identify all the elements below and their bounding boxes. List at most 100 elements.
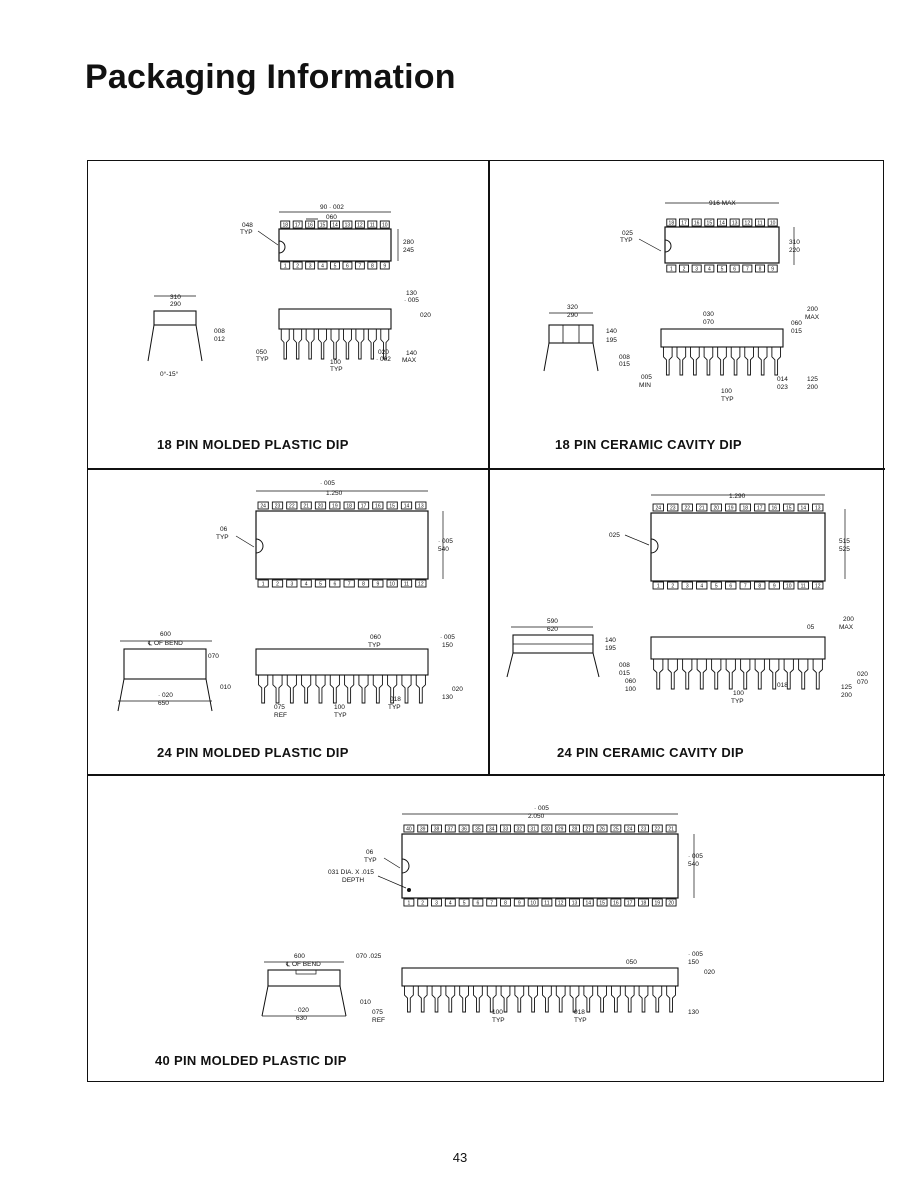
pin-19: 19 — [651, 898, 663, 907]
lead-1 — [404, 986, 414, 1013]
svg-text:10: 10 — [786, 583, 792, 589]
dim-width-a: 310 — [789, 239, 800, 246]
dim-side-6: 100 — [733, 690, 744, 697]
svg-text:8: 8 — [504, 900, 507, 906]
dim-side-4: MAX — [402, 357, 417, 364]
dim-lead-a: 008 — [214, 328, 225, 335]
divider-horizontal-1 — [88, 468, 885, 470]
pin-5: 5 — [710, 581, 722, 590]
pin-16: 16 — [610, 898, 622, 907]
svg-text:14: 14 — [586, 900, 592, 906]
dim-notch-typ: TYP — [216, 534, 229, 541]
pin-3: 3 — [691, 264, 702, 273]
pin-21: 21 — [665, 824, 677, 833]
pin-6: 6 — [329, 579, 341, 588]
pin-8: 8 — [500, 898, 511, 907]
svg-text:3: 3 — [695, 266, 698, 272]
pin-3: 3 — [286, 579, 298, 588]
dim-end-c: 070 — [208, 653, 219, 660]
dim-end-b: 290 — [567, 312, 578, 319]
svg-text:3: 3 — [290, 581, 293, 587]
dim-side-0: 200 — [843, 616, 854, 623]
divider-horizontal-2 — [88, 774, 885, 776]
pin-13: 13 — [812, 503, 824, 512]
pin-9: 9 — [513, 898, 525, 907]
pin-15: 15 — [317, 220, 328, 229]
pin-19: 19 — [725, 503, 737, 512]
svg-text:28: 28 — [572, 826, 578, 832]
svg-text:8: 8 — [758, 583, 761, 589]
pin-3: 3 — [681, 581, 693, 590]
svg-text:18: 18 — [282, 222, 288, 228]
svg-text:17: 17 — [295, 222, 301, 228]
svg-text:14: 14 — [800, 505, 806, 511]
svg-text:17: 17 — [757, 505, 763, 511]
side-view: 060 TYP · 005 150 020 130 075 REF 100 TY… — [255, 634, 463, 719]
svg-text:2: 2 — [683, 266, 686, 272]
pin-15: 15 — [386, 501, 398, 510]
lead-4 — [445, 986, 456, 1013]
package-caption: 24 PIN MOLDED PLASTIC DIP — [157, 745, 349, 760]
dim-end-f: 015 — [619, 361, 630, 368]
pin-18: 18 — [343, 501, 355, 510]
pin-21: 21 — [300, 501, 312, 510]
dim-side-2: 05 — [807, 624, 815, 631]
pin-11: 11 — [754, 218, 766, 227]
svg-text:8: 8 — [759, 266, 762, 272]
dim-notch-typ: TYP — [240, 229, 253, 236]
pin-5: 5 — [716, 264, 728, 273]
pin-17: 17 — [292, 220, 303, 229]
lead-4 — [703, 347, 714, 376]
dim-end-f: 650 — [158, 700, 169, 707]
svg-text:9: 9 — [518, 900, 521, 906]
svg-text:5: 5 — [721, 266, 724, 272]
lead-11 — [798, 659, 809, 690]
package-40-pin-plastic: · 005 2.050 06 TYP 031 DIA. X .015 DEPTH… — [88, 776, 884, 1081]
lead-4 — [696, 659, 707, 690]
svg-text:13: 13 — [572, 900, 578, 906]
pin-9: 9 — [767, 264, 778, 273]
lead-3 — [286, 675, 297, 704]
svg-text:27: 27 — [586, 826, 592, 832]
dim-side-12: 125 — [807, 376, 818, 383]
lead-5 — [717, 347, 727, 376]
dim-side-2: · 005 — [440, 634, 455, 641]
pin-7: 7 — [486, 898, 498, 907]
pin-16: 16 — [372, 501, 384, 510]
lead-6 — [730, 347, 741, 376]
lead-4 — [301, 675, 312, 704]
package-caption: 24 PIN CERAMIC CAVITY DIP — [557, 745, 744, 760]
lead-12 — [555, 986, 566, 1013]
pin-13: 13 — [569, 898, 580, 907]
lead-6 — [725, 659, 736, 690]
svg-text:4: 4 — [700, 583, 703, 589]
svg-text:31: 31 — [530, 826, 536, 832]
dim-end-e: 008 — [619, 662, 630, 669]
lead-6 — [473, 986, 483, 1013]
pin-16: 16 — [691, 218, 702, 227]
lead-7 — [344, 675, 355, 704]
dim-side-6: 075 — [274, 704, 285, 711]
dim-width-b: 540 — [688, 861, 699, 868]
pin-11: 11 — [541, 898, 553, 907]
svg-text:13: 13 — [732, 220, 738, 226]
dim-side-3: 140 — [406, 350, 417, 357]
dim-side-3: 070 — [703, 319, 714, 326]
svg-text:6: 6 — [333, 581, 336, 587]
dim-pin-gap: 060 — [326, 214, 337, 221]
lead-8 — [358, 675, 369, 704]
dim-width-a: 280 — [403, 239, 414, 246]
svg-text:2: 2 — [276, 581, 279, 587]
dim-side-9: TYP — [721, 396, 734, 403]
svg-text:24: 24 — [260, 503, 266, 509]
svg-text:1: 1 — [408, 900, 411, 906]
lead-20 — [666, 986, 676, 1013]
svg-text:7: 7 — [348, 581, 351, 587]
dim-side-6: 005 — [641, 374, 652, 381]
side-view: 050 · 005 150 020 130 075 REF 100 TYP 01… — [372, 951, 715, 1024]
svg-text:16: 16 — [694, 220, 700, 226]
